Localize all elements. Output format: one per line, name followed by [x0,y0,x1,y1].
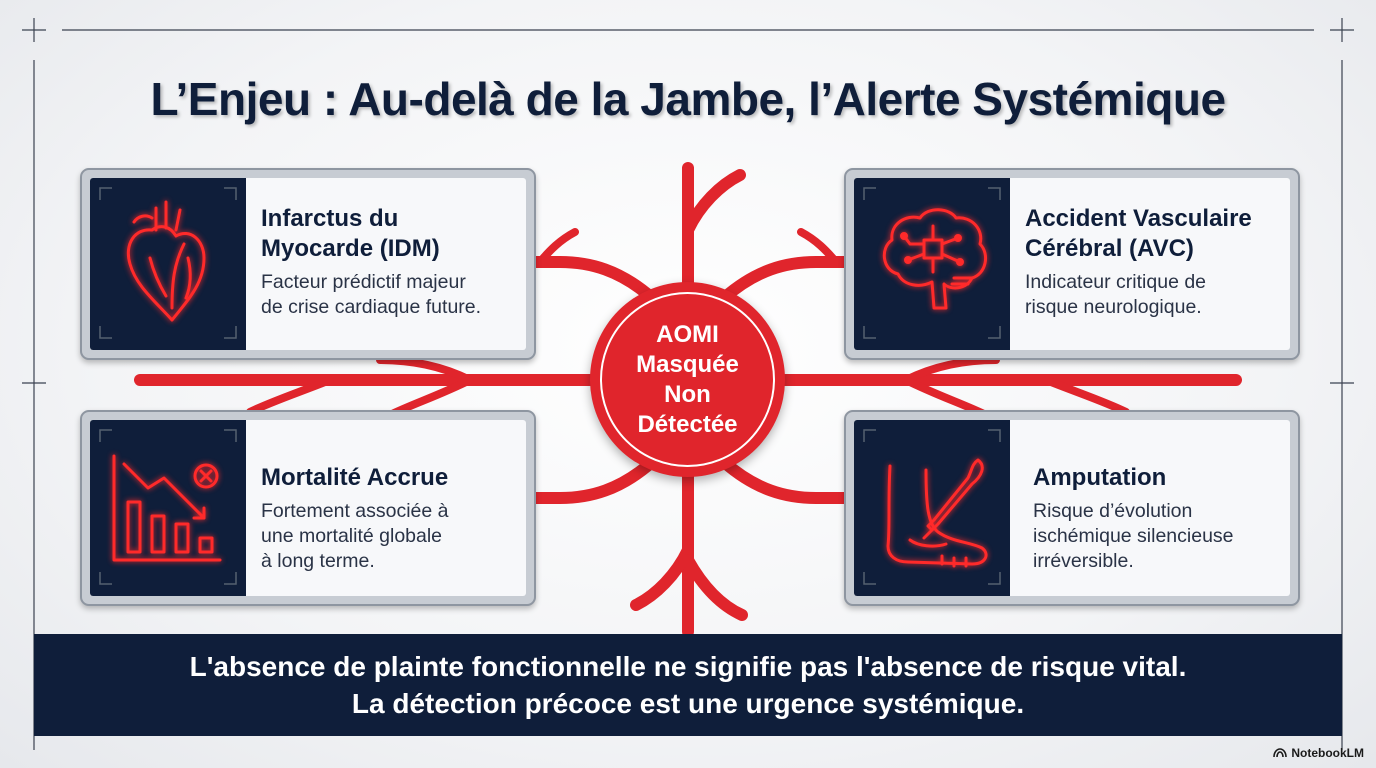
notebooklm-logo-icon [1273,748,1288,758]
hub-label-line: Non [664,380,711,408]
card-title-line: Mortalité Accrue [261,464,449,491]
icon-panel [854,178,1010,350]
card-title-line: Accident Vasculaire [1025,205,1252,232]
page-title: L’Enjeu : Au-delà de la Jambe, l’Alerte … [150,73,1226,125]
card-desc-line: Fortement associée à [261,500,449,522]
heart-icon [99,187,237,339]
declining-chart-icon [99,429,237,585]
card-title: Mortalité Accrue [261,463,516,493]
watermark-text: NotebookLM [1291,746,1364,760]
notebooklm-watermark: NotebookLM [1273,746,1364,760]
card-title: Amputation [1033,463,1280,493]
card-description: Indicateur critique de risque neurologiq… [1025,270,1280,320]
card-amputation: Amputation Risque d’évolution ischémique… [844,410,1300,606]
card-mortalite: Mortalité Accrue Fortement associée à un… [80,410,536,606]
card-title-line: Myocarde (IDM) [261,235,440,262]
banner-line: La détection précoce est une urgence sys… [351,688,1025,719]
hub-label-line: Détectée [637,410,738,438]
card-desc-line: Indicateur critique de [1025,271,1207,293]
card-title-line: Infarctus du [261,205,399,232]
card-desc-line: risque neurologique. [1025,296,1202,318]
card-desc-line: à long terme. [261,550,375,572]
card-title: Infarctus du Myocarde (IDM) [261,204,516,264]
card-title-line: Cérébral (AVC) [1025,235,1194,262]
icon-panel [90,420,246,596]
card-avc: Accident Vasculaire Cérébral (AVC) Indic… [844,168,1300,360]
banner-text: L'absence de plainte fonctionnelle ne si… [34,648,1342,722]
card-title-line: Amputation [1033,464,1167,491]
card-desc-line: ischémique silencieuse [1033,525,1234,547]
card-idm: Infarctus du Myocarde (IDM) Facteur préd… [80,168,536,360]
card-desc-line: irréversible. [1033,550,1134,572]
card-description: Facteur prédictif majeur de crise cardia… [261,270,516,320]
hub-label-line: AOMI [656,320,719,348]
conclusion-banner: L'absence de plainte fonctionnelle ne si… [34,634,1342,736]
card-desc-line: une mortalité globale [261,525,443,547]
banner-line: L'absence de plainte fonctionnelle ne si… [189,651,1187,682]
hub-label-line: Masquée [636,350,739,378]
card-desc-line: Facteur prédictif majeur [261,271,466,293]
card-description: Fortement associée à une mortalité globa… [261,499,516,574]
brain-icon [863,187,1001,339]
card-description: Risque d’évolution ischémique silencieus… [1033,499,1280,574]
icon-panel [854,420,1010,596]
card-desc-line: Risque d’évolution [1033,500,1193,522]
hub-label: AOMI Masquée Non Détectée [613,320,763,440]
central-hub: AOMI Masquée Non Détectée [590,282,785,477]
card-desc-line: de crise cardiaque future. [261,296,482,318]
foot-scalpel-icon [863,429,1001,585]
icon-panel [90,178,246,350]
card-title: Accident Vasculaire Cérébral (AVC) [1025,204,1280,264]
hub-ring: AOMI Masquée Non Détectée [600,292,775,467]
